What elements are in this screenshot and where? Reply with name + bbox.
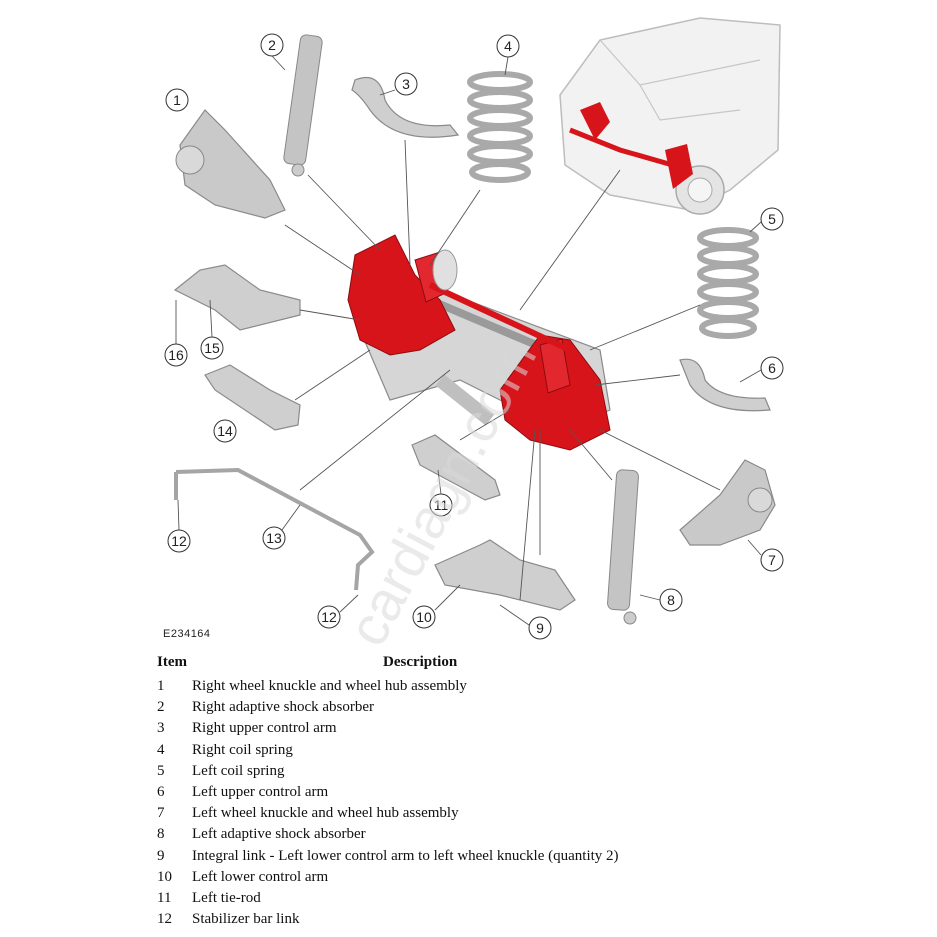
vehicle-silhouette <box>559 17 781 215</box>
legend-header-description: Description <box>383 654 458 670</box>
legend-item-description: Left lower control arm <box>192 868 329 885</box>
part-right-shock-absorber <box>283 34 323 177</box>
callout-12b: 12 <box>317 605 341 629</box>
svg-text:5: 5 <box>768 211 776 227</box>
part-left-upper-control-arm <box>679 358 771 412</box>
svg-text:15: 15 <box>204 340 220 356</box>
legend-item-description: Right adaptive shock absorber <box>192 699 375 716</box>
callout-3: 3 <box>394 72 418 96</box>
legend-item-number: 2 <box>157 699 165 716</box>
legend-row: 5 Left coil spring <box>157 761 857 782</box>
callout-5: 5 <box>760 207 784 231</box>
svg-text:2: 2 <box>268 37 276 53</box>
legend-header-item: Item <box>157 654 187 670</box>
legend-item-description: Left wheel knuckle and wheel hub assembl… <box>192 805 459 822</box>
legend-item-number: 3 <box>157 720 165 737</box>
legend-item-description: Right wheel knuckle and wheel hub assemb… <box>192 678 467 694</box>
svg-text:3: 3 <box>402 76 410 92</box>
callout-4: 4 <box>496 34 520 58</box>
legend-item-description: Stabilizer bar link <box>192 911 300 928</box>
legend-item-number: 1 <box>157 678 165 694</box>
legend-item-description: Right upper control arm <box>192 720 337 737</box>
legend-row: 12 Stabilizer bar link <box>157 909 857 930</box>
callout-15: 15 <box>200 336 224 360</box>
svg-text:1: 1 <box>173 92 181 108</box>
part-left-lower-control-arm <box>434 539 576 611</box>
legend-item-number: 10 <box>157 868 172 885</box>
legend-row: 11 Left tie-rod <box>157 888 857 909</box>
legend-row: 1 Right wheel knuckle and wheel hub assem… <box>157 676 857 697</box>
callout-16: 16 <box>164 343 188 367</box>
svg-text:14: 14 <box>217 423 233 439</box>
callout-12a: 12 <box>167 529 191 553</box>
svg-text:16: 16 <box>168 347 184 363</box>
legend-row: 7 Left wheel knuckle and wheel hub assemb… <box>157 803 857 824</box>
legend-row: 6 Left upper control arm <box>157 782 857 803</box>
part-left-shock-absorber <box>607 469 639 625</box>
legend-row: 4 Right coil spring <box>157 740 857 761</box>
svg-text:12: 12 <box>171 533 187 549</box>
part-right-coil-spring <box>467 71 533 183</box>
legend-item-number: 8 <box>157 826 165 843</box>
callout-9: 9 <box>528 616 552 640</box>
part-lower-arm-14 <box>204 364 301 431</box>
callout-13: 13 <box>262 526 286 550</box>
leader-lines <box>284 139 721 601</box>
legend-row: 3 Right upper control arm <box>157 718 857 739</box>
legend-item-number: 5 <box>157 762 165 779</box>
legend-header: Item Description <box>157 654 857 676</box>
legend-item-description: Left upper control arm <box>192 783 329 800</box>
legend-item-number: 7 <box>157 805 165 822</box>
callout-14: 14 <box>213 419 237 443</box>
legend-item-number: 4 <box>157 741 165 758</box>
callout-6: 6 <box>760 356 784 380</box>
part-left-tie-rod <box>411 434 501 501</box>
part-left-wheel-knuckle <box>679 459 776 546</box>
svg-text:4: 4 <box>504 38 512 54</box>
svg-text:7: 7 <box>768 552 776 568</box>
legend-item-number: 6 <box>157 783 165 800</box>
legend-item-description: Integral link - Left lower control arm t… <box>192 847 619 864</box>
legend-item-description: Left coil spring <box>192 762 285 779</box>
suspension-exploded-diagram: 1 2 3 4 5 6 7 8 9 10 11 12 12 13 14 15 1… <box>164 17 784 640</box>
svg-text:13: 13 <box>266 530 282 546</box>
callout-7: 7 <box>760 548 784 572</box>
part-right-upper-control-arm <box>351 76 460 138</box>
parts-legend: Item Description 1 Right wheel knuckle an… <box>157 654 857 930</box>
legend-row: 8 Left adaptive shock absorber <box>157 824 857 845</box>
legend-item-number: 11 <box>157 889 172 906</box>
callout-8: 8 <box>659 588 683 612</box>
legend-item-number: 12 <box>157 911 172 928</box>
svg-text:8: 8 <box>667 592 675 608</box>
callout-2: 2 <box>260 33 284 57</box>
legend-item-description: Left tie-rod <box>192 889 261 906</box>
callout-10: 10 <box>412 605 436 629</box>
svg-text:9: 9 <box>536 620 544 636</box>
legend-item-number: 9 <box>157 847 165 864</box>
callout-1: 1 <box>165 88 189 112</box>
svg-text:10: 10 <box>416 609 432 625</box>
legend-row: 10 Left lower control arm <box>157 867 857 888</box>
callout-11: 11 <box>429 493 453 517</box>
figure-code: E234164 <box>163 628 211 640</box>
part-stabilizer-bar <box>174 467 375 591</box>
svg-text:11: 11 <box>434 497 449 513</box>
svg-text:6: 6 <box>768 360 776 376</box>
legend-row: 2 Right adaptive shock absorber <box>157 697 857 718</box>
legend-rows: 1 Right wheel knuckle and wheel hub assem… <box>157 676 857 930</box>
part-right-wheel-knuckle <box>175 109 286 219</box>
legend-item-description: Left adaptive shock absorber <box>192 826 366 843</box>
part-lower-arm-15 <box>173 264 301 331</box>
callout-markers: 1 2 3 4 5 6 7 8 9 10 11 12 12 13 14 15 1… <box>164 33 784 640</box>
part-left-coil-spring <box>697 227 759 339</box>
legend-item-description: Right coil spring <box>192 741 293 758</box>
subframe-assembly <box>347 234 611 451</box>
legend-row: 9 Integral link - Left lower control arm … <box>157 846 857 867</box>
svg-text:12: 12 <box>321 609 337 625</box>
callout-leaders <box>175 55 762 626</box>
